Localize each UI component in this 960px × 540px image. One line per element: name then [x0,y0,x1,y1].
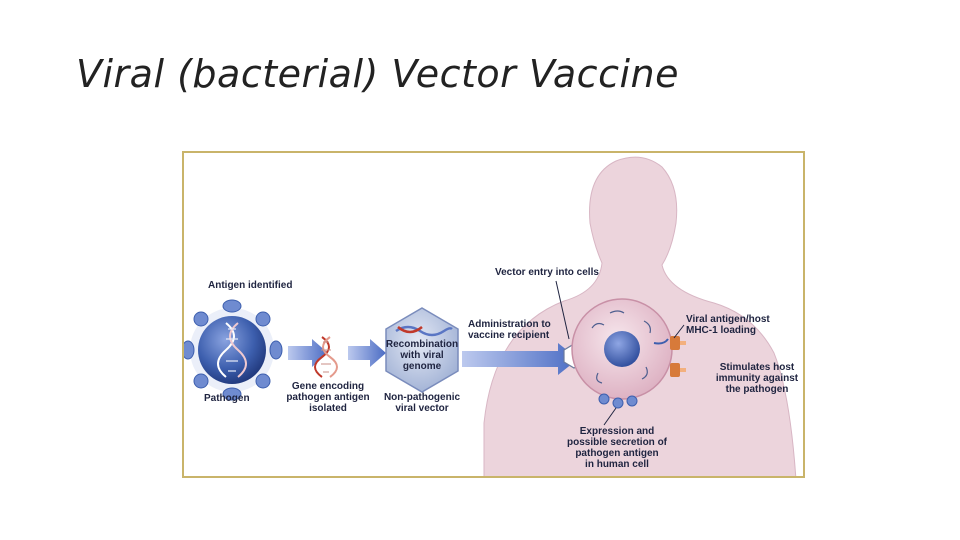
pointer-expression [603,407,617,426]
label-expression: Expression and possible secretion of pat… [566,426,668,470]
slide-title: Viral (bacterial) Vector Vaccine [76,52,679,96]
vaccine-diagram: Antigen identified Pathogen Gene encodin… [182,151,805,478]
diagram-graphics [184,156,797,476]
pathogen-icon [184,299,283,401]
label-pathogen: Pathogen [204,393,250,404]
arrow-1 [288,339,328,367]
arrow-2 [348,339,386,367]
mhc-receptor-icon [670,336,686,377]
label-non-pathogenic-vector: Non-pathogenic viral vector [383,392,461,414]
label-administration: Administration to vaccine recipient [468,319,551,341]
label-vector-entry: Vector entry into cells [495,267,599,278]
dna-gene-icon [314,336,338,378]
arrow-administration [462,343,578,375]
label-stimulates-immunity: Stimulates host immunity against the pat… [715,362,799,395]
label-antigen-identified: Antigen identified [208,280,293,291]
pointer-vector-entry [555,280,570,340]
label-gene-encoding: Gene encoding pathogen antigen isolated [286,381,370,414]
pointer-mhc [673,324,685,339]
viral-vector-icon [385,307,459,393]
label-recombination: Recombination with viral genome [385,339,459,372]
label-viral-antigen: Viral antigen/host MHC-1 loading [686,314,770,336]
human-cell-icon [571,298,673,409]
